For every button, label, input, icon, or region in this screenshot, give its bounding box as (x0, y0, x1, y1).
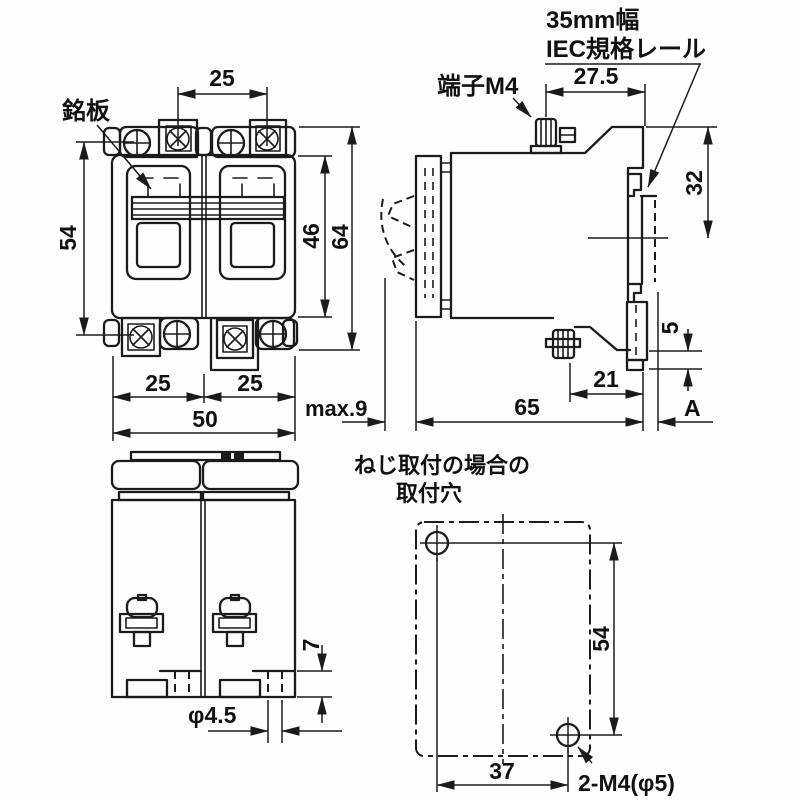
leader-line (647, 63, 701, 188)
mounting-hole-view: ねじ取付の場合の 取付穴 54 37 2-M4(φ5) (354, 453, 675, 796)
dim-overall-height: 64 (299, 126, 360, 351)
bottom-screw-pole2 (211, 593, 258, 648)
dim-text: 37 (489, 758, 515, 784)
breaker-body-side (449, 125, 645, 320)
dim-tab-depth: 21 (569, 363, 644, 402)
slider-foot (625, 358, 645, 372)
dim-text: 7 (298, 639, 324, 652)
terminal-box (248, 118, 288, 159)
dim-top-to-rail-center: 32 (646, 126, 717, 239)
leader-line (577, 746, 594, 764)
dim-slider-travel: 5 (649, 321, 702, 391)
breaker-body-bottom (110, 498, 297, 699)
terminal-label: 端子M4 (437, 73, 519, 100)
dim-terminal-pitch: 25 (177, 65, 268, 146)
dim-hole-dia: φ4.5 (188, 700, 342, 743)
dim-text: 54 (55, 225, 81, 251)
dim-text: 46 (298, 223, 324, 249)
rail-profile (639, 194, 658, 286)
dim-depth-row: max.9 65 A (305, 278, 713, 431)
dim-foot-height: 7 (297, 639, 332, 723)
dim-hole-pitch-vertical: 54 (588, 542, 619, 736)
terminal-callout: 端子M4 (437, 73, 532, 118)
mounting-title-line1: ねじ取付の場合の (354, 453, 530, 478)
dim-text: 32 (681, 170, 707, 196)
front-plate (414, 154, 443, 319)
rail-label-line1: 35mm幅 (546, 7, 639, 34)
dim-text: 50 (192, 406, 218, 432)
dim-terminal-to-rail: 27.5 (545, 63, 646, 126)
pole2-window (218, 164, 287, 281)
dim-text: 21 (593, 366, 619, 392)
terminal-ear (281, 318, 299, 348)
front-body (110, 153, 297, 320)
handle-crossbar (130, 195, 286, 221)
side-body (449, 125, 649, 372)
toggle-handle-phantom (380, 195, 415, 281)
foot-notch (125, 678, 169, 699)
rail-claw-bottom (626, 282, 643, 304)
top-strip (129, 450, 282, 462)
hole-spec-text: 2-M4(φ5) (578, 770, 675, 796)
foot-notch (218, 678, 262, 699)
dim-text: 64 (327, 224, 353, 250)
terminal-screw-icon (223, 327, 247, 351)
rail-claw-top (626, 172, 643, 198)
terminal-ear (102, 318, 121, 348)
dim-text: 25 (145, 370, 171, 396)
nameplate-label: 銘板 (62, 97, 111, 125)
dim-text: max.9 (305, 396, 367, 421)
nameplate-callout: 銘板 (62, 97, 152, 190)
terminal-screw-icon (129, 325, 153, 349)
body-bottom (449, 316, 632, 352)
front-top-terminals (102, 118, 297, 159)
rail-label-line2: IEC規格レール (546, 36, 706, 63)
dim-body-height: 46 (298, 155, 332, 318)
mount-hole-hidden (174, 671, 283, 697)
bottom-screw-pole1 (118, 593, 165, 648)
dim-pole-widths: 25 25 50 (112, 356, 296, 441)
dim-text: φ4.5 (188, 702, 237, 728)
rail-slider (625, 300, 649, 362)
hole-spec-callout: 2-M4(φ5) (577, 746, 675, 796)
pole-divider (200, 499, 206, 698)
front-bottom-terminals (102, 316, 299, 372)
leader-line (512, 97, 532, 118)
mounting-title-line2: 取付穴 (396, 481, 462, 506)
leader-line (96, 124, 152, 190)
dim-text: 25 (237, 370, 263, 396)
dim-text: 5 (657, 321, 683, 334)
side-terminal-screw-bottom (544, 328, 582, 360)
dim-screw-span: 54 (55, 141, 134, 336)
nameplate-area (138, 177, 181, 198)
din-rail (588, 194, 668, 286)
side-terminal-screw-top (529, 117, 577, 155)
terminal-box-outer (209, 316, 260, 372)
pole1-window (125, 164, 192, 281)
bottom-view: 7 φ4.5 (110, 450, 342, 743)
dim-text: A (684, 395, 701, 421)
dim-text: 65 (514, 394, 540, 420)
dim-text: 27.5 (574, 63, 619, 89)
dim-hole-pitch-horizontal: 37 (436, 558, 569, 792)
dim-text: 54 (588, 626, 614, 652)
side-view: 35mm幅 IEC規格レール 端子M4 27.5 32 5 (305, 7, 717, 431)
pole-divider (201, 155, 207, 318)
breaker-body-front (110, 153, 297, 320)
front-view: 銘板 25 54 46 64 25 25 (55, 65, 360, 441)
nameplate-area (232, 177, 275, 198)
dim-text: 25 (209, 65, 235, 91)
rail-callout: 35mm幅 IEC規格レール (545, 7, 706, 188)
handle-slot (424, 168, 434, 298)
